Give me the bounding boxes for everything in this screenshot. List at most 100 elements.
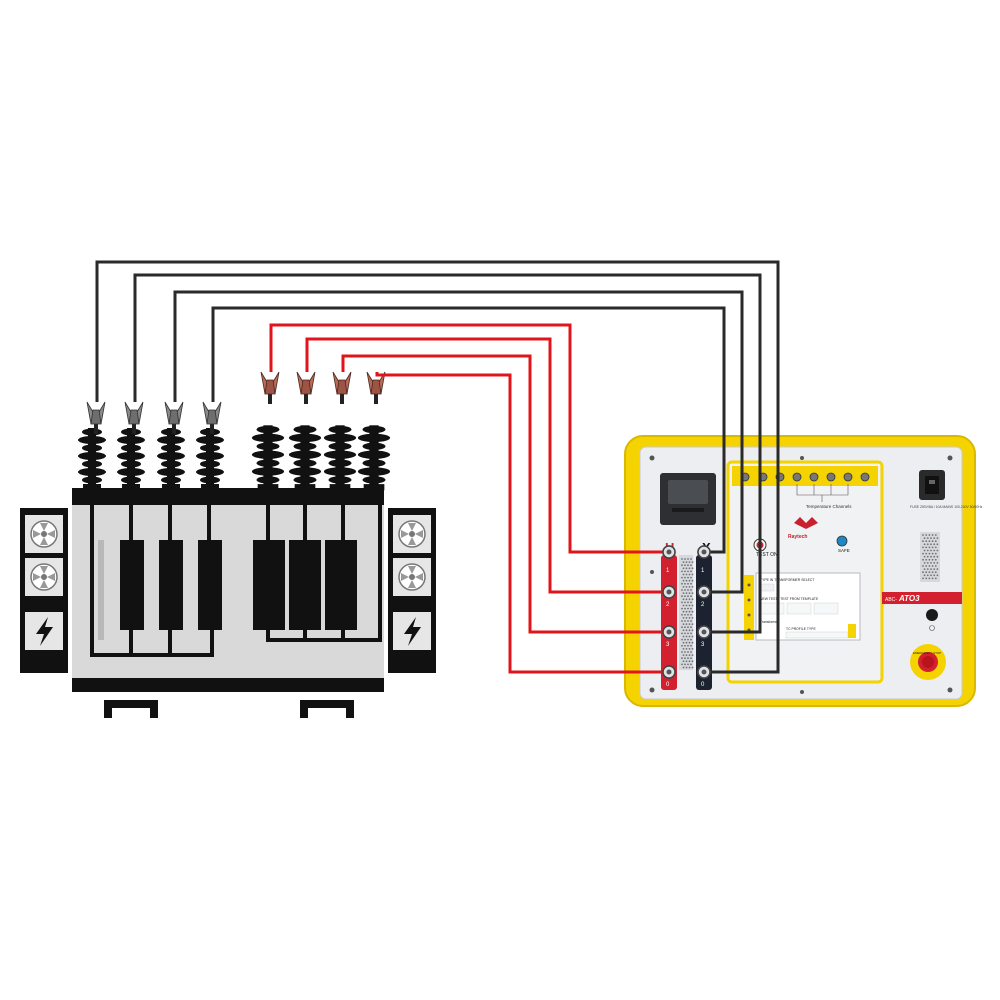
vent-hole: [688, 629, 691, 632]
vent-hole: [687, 607, 689, 610]
vent-hole: [931, 546, 934, 549]
vent-hole: [682, 573, 685, 576]
vent-hole: [687, 582, 689, 585]
vent-hole: [684, 558, 686, 560]
vent-hole: [930, 537, 932, 539]
vent-hole: [687, 657, 689, 660]
vent-hole: [931, 552, 934, 555]
vent-hole: [687, 589, 689, 591]
vent-hole: [926, 537, 929, 539]
vent-hole: [682, 654, 685, 656]
vent-hole: [687, 638, 689, 641]
control-frame: [726, 460, 884, 684]
vent-hole: [684, 576, 686, 579]
vent-hole: [684, 620, 686, 622]
bushing-icon: [357, 425, 391, 491]
lv-lead-2: [173, 290, 744, 594]
vent-hole: [685, 592, 688, 594]
vent-hole: [681, 558, 683, 560]
vent-hole: [687, 613, 689, 616]
vent-hole: [690, 638, 692, 641]
x-jacks: 1 2 3 0: [697, 545, 711, 688]
test-leads: [95, 260, 780, 674]
vent-hole: [691, 610, 694, 613]
vent-hole: [930, 562, 932, 564]
vent-hole: [682, 617, 685, 619]
vent-hole: [688, 666, 691, 669]
vent-hole: [688, 604, 691, 607]
vent-hole: [685, 648, 688, 650]
hv-winding-leads: [266, 505, 382, 642]
vent-hole: [691, 598, 694, 601]
model-prefix: ABC-: [885, 597, 897, 603]
emergency-stop-icon[interactable]: [910, 644, 946, 680]
h-jacks: 1 2 3 0: [662, 545, 676, 688]
vent-hole: [923, 537, 926, 539]
vent-hole: [688, 617, 691, 619]
vent-hole: [688, 592, 691, 594]
vent-hole: [923, 549, 926, 552]
vent-hole: [690, 576, 692, 579]
vent-hole: [691, 660, 694, 663]
fan-icon: [30, 520, 58, 548]
vent-hole: [922, 558, 924, 561]
test-on-label: TEST ON: [756, 552, 778, 558]
vent-hole: [684, 582, 686, 585]
vent-hole: [684, 589, 686, 591]
vent-hole: [923, 543, 926, 546]
vent-hole: [687, 558, 689, 560]
vent-hole: [687, 595, 689, 598]
vent-hole: [687, 601, 689, 604]
vent-hole: [926, 549, 929, 552]
bushing-icon: [288, 425, 322, 491]
vent-hole: [685, 623, 688, 625]
hv-lead-2: [305, 337, 669, 594]
vent-hole: [685, 629, 688, 632]
vent-hole: [934, 552, 937, 555]
vent-hole: [685, 617, 688, 619]
vent-hole: [681, 570, 683, 573]
fan-icon: [398, 563, 426, 591]
vent-hole: [682, 641, 685, 644]
vent-hole: [936, 568, 939, 570]
touchscreen[interactable]: TYPE IN TRANSFORMER SELECT NEW TEST / TE…: [755, 572, 861, 641]
vent-hole: [688, 598, 691, 601]
vent-hole: [681, 638, 683, 641]
vent-hole: [687, 570, 689, 573]
vent-hole: [934, 558, 937, 561]
vent-hole: [684, 570, 686, 573]
transformer: [20, 371, 436, 718]
vent-hole: [682, 579, 685, 582]
vent-hole: [925, 577, 928, 580]
vent-hole: [934, 565, 937, 567]
vent-hole: [685, 610, 688, 613]
vent-hole: [685, 579, 688, 582]
ground-icon: [929, 625, 935, 631]
vent-hole: [925, 552, 928, 555]
selector-knob[interactable]: [926, 609, 938, 621]
vent-hole: [933, 537, 936, 539]
vent-hole: [690, 651, 692, 653]
vent-hole: [930, 555, 932, 558]
screen-row: Transformer: [760, 620, 779, 624]
vent-hole: [923, 568, 926, 570]
vent-hole: [691, 641, 694, 644]
screen-row: TC PROFILE TYPE: [786, 627, 816, 631]
vent-hole: [934, 577, 937, 580]
vent-hole: [682, 660, 685, 663]
hv-clamps: [260, 371, 386, 405]
vent-hole: [690, 607, 692, 610]
hv-winding: [325, 540, 357, 630]
vent-hole: [691, 567, 694, 570]
vent-hole: [936, 555, 939, 558]
vent-hole: [922, 534, 924, 536]
vent-hole: [682, 635, 685, 638]
vent-hole: [930, 543, 932, 546]
h-channel-label: 3: [666, 642, 670, 648]
vent-hole: [685, 598, 688, 601]
vent-hole: [681, 620, 683, 622]
clamp-icon: [332, 371, 352, 405]
vent-hole: [685, 573, 688, 576]
radiator-left: [20, 508, 68, 673]
